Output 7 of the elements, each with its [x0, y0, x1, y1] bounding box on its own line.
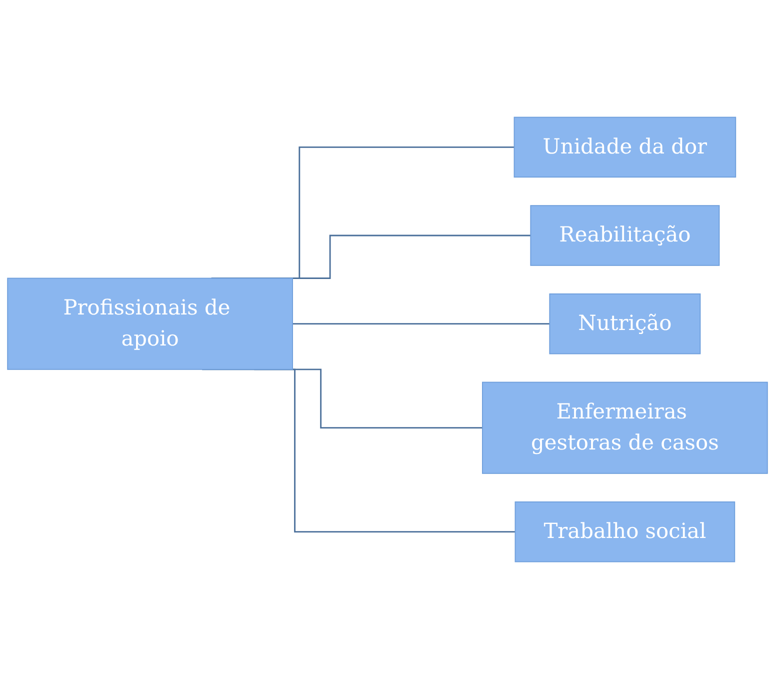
node-box: Profissionais de apoio [7, 278, 293, 370]
node-box: Enfermeiras gestoras de casos [482, 382, 768, 474]
node-box: Unidade da dor [514, 116, 736, 178]
node-box: Trabalho social [514, 501, 736, 562]
node-box: Reabilitação [530, 205, 720, 266]
node-box: Nutrição [549, 293, 701, 354]
connector [292, 323, 550, 325]
